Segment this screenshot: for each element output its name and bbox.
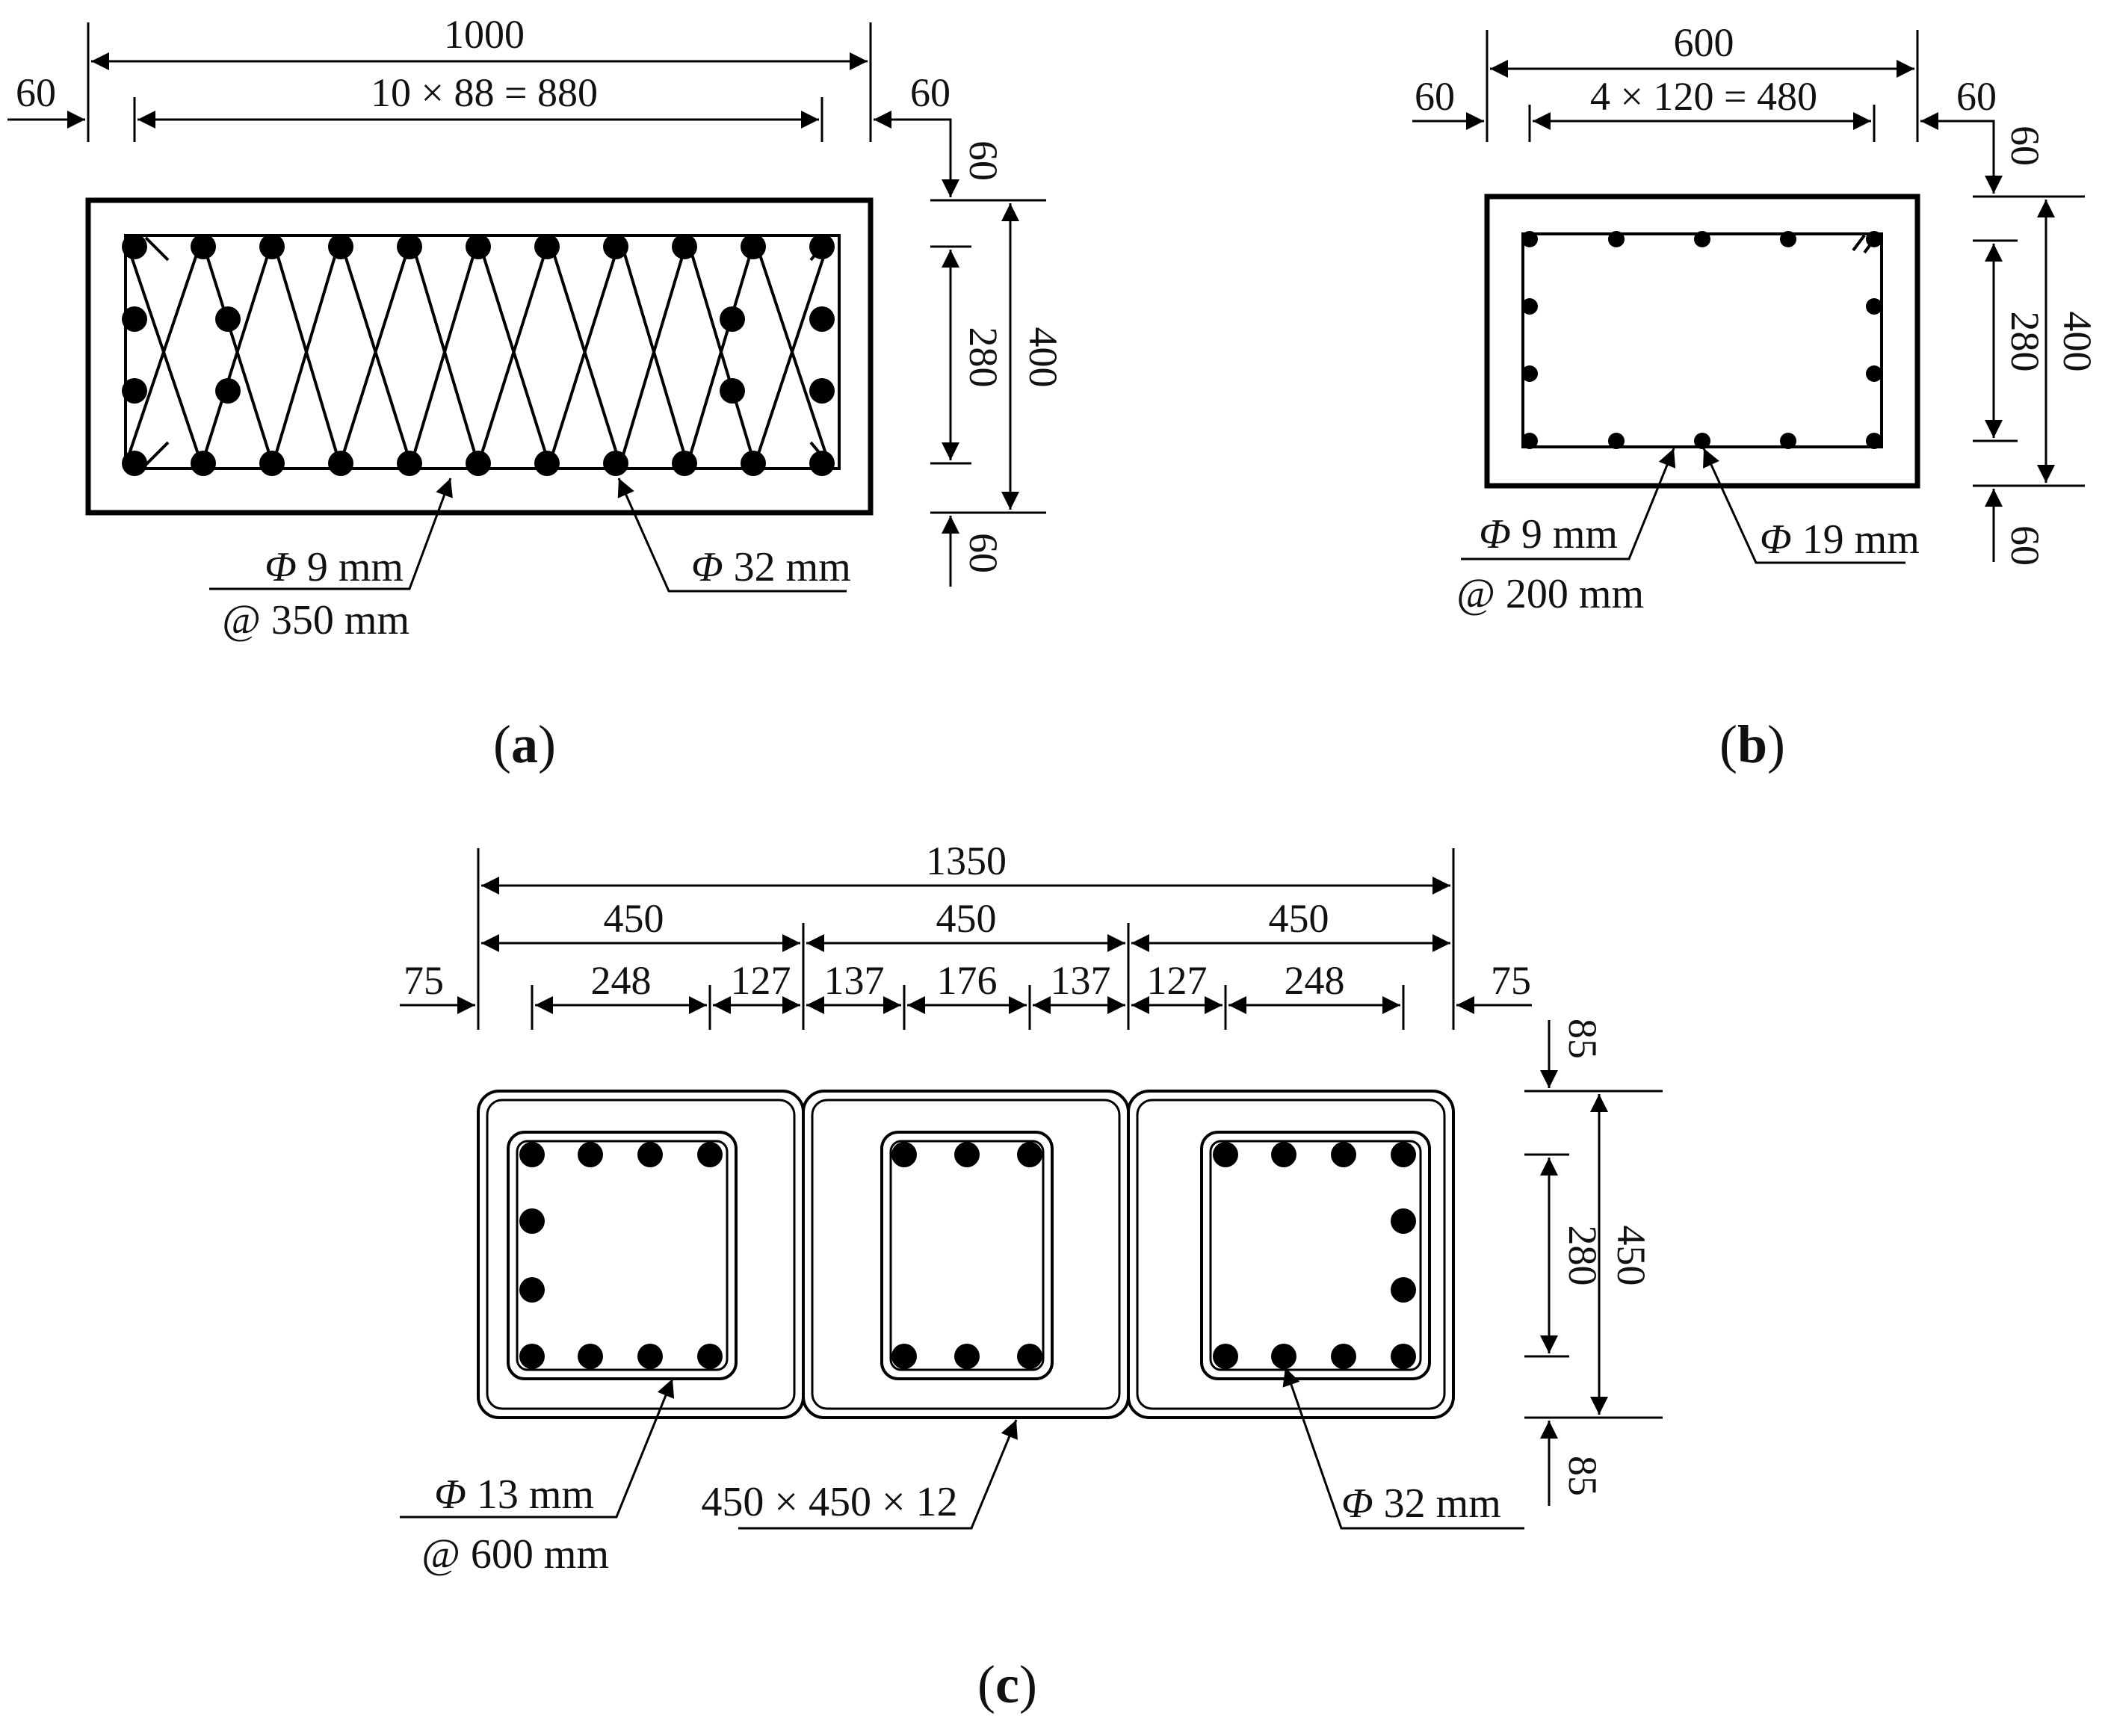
panel-c-bottom-dim: 127	[1147, 958, 1208, 1003]
panel-b-overall-height: 400	[2055, 312, 2100, 372]
panel-b-core-height: 280	[2003, 312, 2047, 372]
panel-a-diagonal-ties	[124, 233, 831, 471]
panel-a-cover-bottom: 60	[961, 533, 1006, 573]
panel-b-vertical-dims	[1973, 127, 2085, 562]
panel-a-overall-height: 400	[1021, 327, 1066, 388]
panel-c-overall-width: 1350	[926, 838, 1007, 883]
panel-a-rebar-leader	[617, 478, 847, 593]
panel-b-stirrup-leader	[1461, 448, 1676, 560]
panel-c-stirrup-label: Φ 13 mm	[434, 1471, 594, 1518]
panel-c-bottom-dim: 75	[404, 958, 444, 1003]
panel-a: 1000 10 × 88 = 880 60 60 60 280 400 60 Φ…	[7, 12, 1066, 774]
panel-b-stirrup-spacing: @ 200 mm	[1456, 571, 1644, 617]
panel-c-tube-label: 450 × 450 × 12	[701, 1479, 957, 1525]
panel-b-cover-bottom: 60	[2003, 525, 2047, 566]
panel-a-core-height: 280	[961, 327, 1006, 388]
panel-b-rebars	[1521, 231, 1882, 449]
panel-a-stirrup-leader	[209, 478, 453, 590]
panel-c: 1350 450 450 450 75 248 127 137 176 137 …	[400, 838, 1663, 1714]
panel-b-rebar-label: Φ 19 mm	[1760, 516, 1920, 563]
panel-c-bottom-dim: 127	[731, 958, 791, 1003]
panel-c-rebar-leader	[1282, 1367, 1524, 1530]
panel-c-horizontal-dims	[400, 848, 1532, 1030]
panel-c-module-width: 450	[604, 896, 664, 941]
panel-c-cover-bottom: 85	[1560, 1456, 1605, 1496]
panel-b-caption: (b)	[1719, 714, 1785, 774]
panel-c-bottom-dim: 248	[591, 958, 652, 1003]
panel-b-rebar-leader	[1702, 448, 1905, 564]
panel-c-module-width: 450	[1269, 896, 1329, 941]
panel-c-rebars	[519, 1142, 1416, 1369]
panel-a-vertical-dims	[930, 127, 1046, 587]
panel-a-section-outline	[85, 197, 874, 516]
panel-c-overall-height: 450	[1609, 1226, 1654, 1286]
panel-c-tube-right	[1127, 1090, 1455, 1419]
panel-b-cover-top: 60	[2003, 126, 2047, 166]
panel-c-vertical-dims	[1524, 1020, 1663, 1506]
panel-a-rebars	[122, 234, 835, 476]
panel-a-caption: (a)	[493, 714, 556, 774]
panel-c-bottom-dim: 137	[1051, 958, 1111, 1003]
panel-c-core-height: 280	[1560, 1226, 1605, 1286]
panel-c-hoops	[507, 1131, 1431, 1380]
panel-c-bottom-dim: 248	[1285, 958, 1345, 1003]
panel-b-horizontal-dims	[1412, 30, 1995, 194]
panel-a-cover-right: 60	[910, 70, 951, 115]
panel-a-overall-width: 1000	[444, 12, 525, 57]
panel-a-cover-left: 60	[16, 70, 56, 115]
panel-c-bottom-dim: 137	[824, 958, 885, 1003]
panel-c-bottom-dim: 75	[1491, 958, 1531, 1003]
panel-c-caption: (c)	[977, 1655, 1037, 1714]
panel-c-steel-tubes	[477, 1090, 1455, 1419]
panel-a-bar-spacing: 10 × 88 = 880	[371, 70, 598, 115]
panel-c-rebar-label: Φ 32 mm	[1341, 1480, 1501, 1527]
panel-a-stirrup-label: Φ 9 mm	[265, 544, 404, 590]
panel-a-core-hoop	[124, 234, 841, 470]
panel-b-core-hoop	[1521, 232, 1883, 448]
panel-c-tube-leader	[738, 1419, 1018, 1530]
panel-b-cover-right: 60	[1956, 74, 1997, 119]
panel-a-cover-top: 60	[961, 140, 1006, 181]
panel-b-cover-left: 60	[1415, 74, 1455, 119]
panel-b: 600 4 × 120 = 480 60 60 60 280 400 60 Φ …	[1412, 20, 2100, 774]
panel-c-bottom-dim: 176	[937, 958, 998, 1003]
panel-b-bar-spacing: 4 × 120 = 480	[1590, 74, 1817, 119]
panel-c-stirrup-spacing: @ 600 mm	[421, 1531, 609, 1578]
panel-a-rebar-label: Φ 32 mm	[691, 544, 851, 590]
panel-a-stirrup-spacing: @ 350 mm	[222, 597, 409, 643]
panel-a-horizontal-dims	[7, 22, 952, 197]
panel-b-overall-width: 600	[1674, 20, 1734, 65]
panel-b-section-outline	[1484, 194, 1920, 489]
panel-c-module-width: 450	[936, 896, 997, 941]
panel-b-stirrup-label: Φ 9 mm	[1479, 511, 1618, 557]
panel-c-cover-top: 85	[1560, 1019, 1605, 1059]
panel-c-stirrup-leader	[400, 1378, 675, 1519]
